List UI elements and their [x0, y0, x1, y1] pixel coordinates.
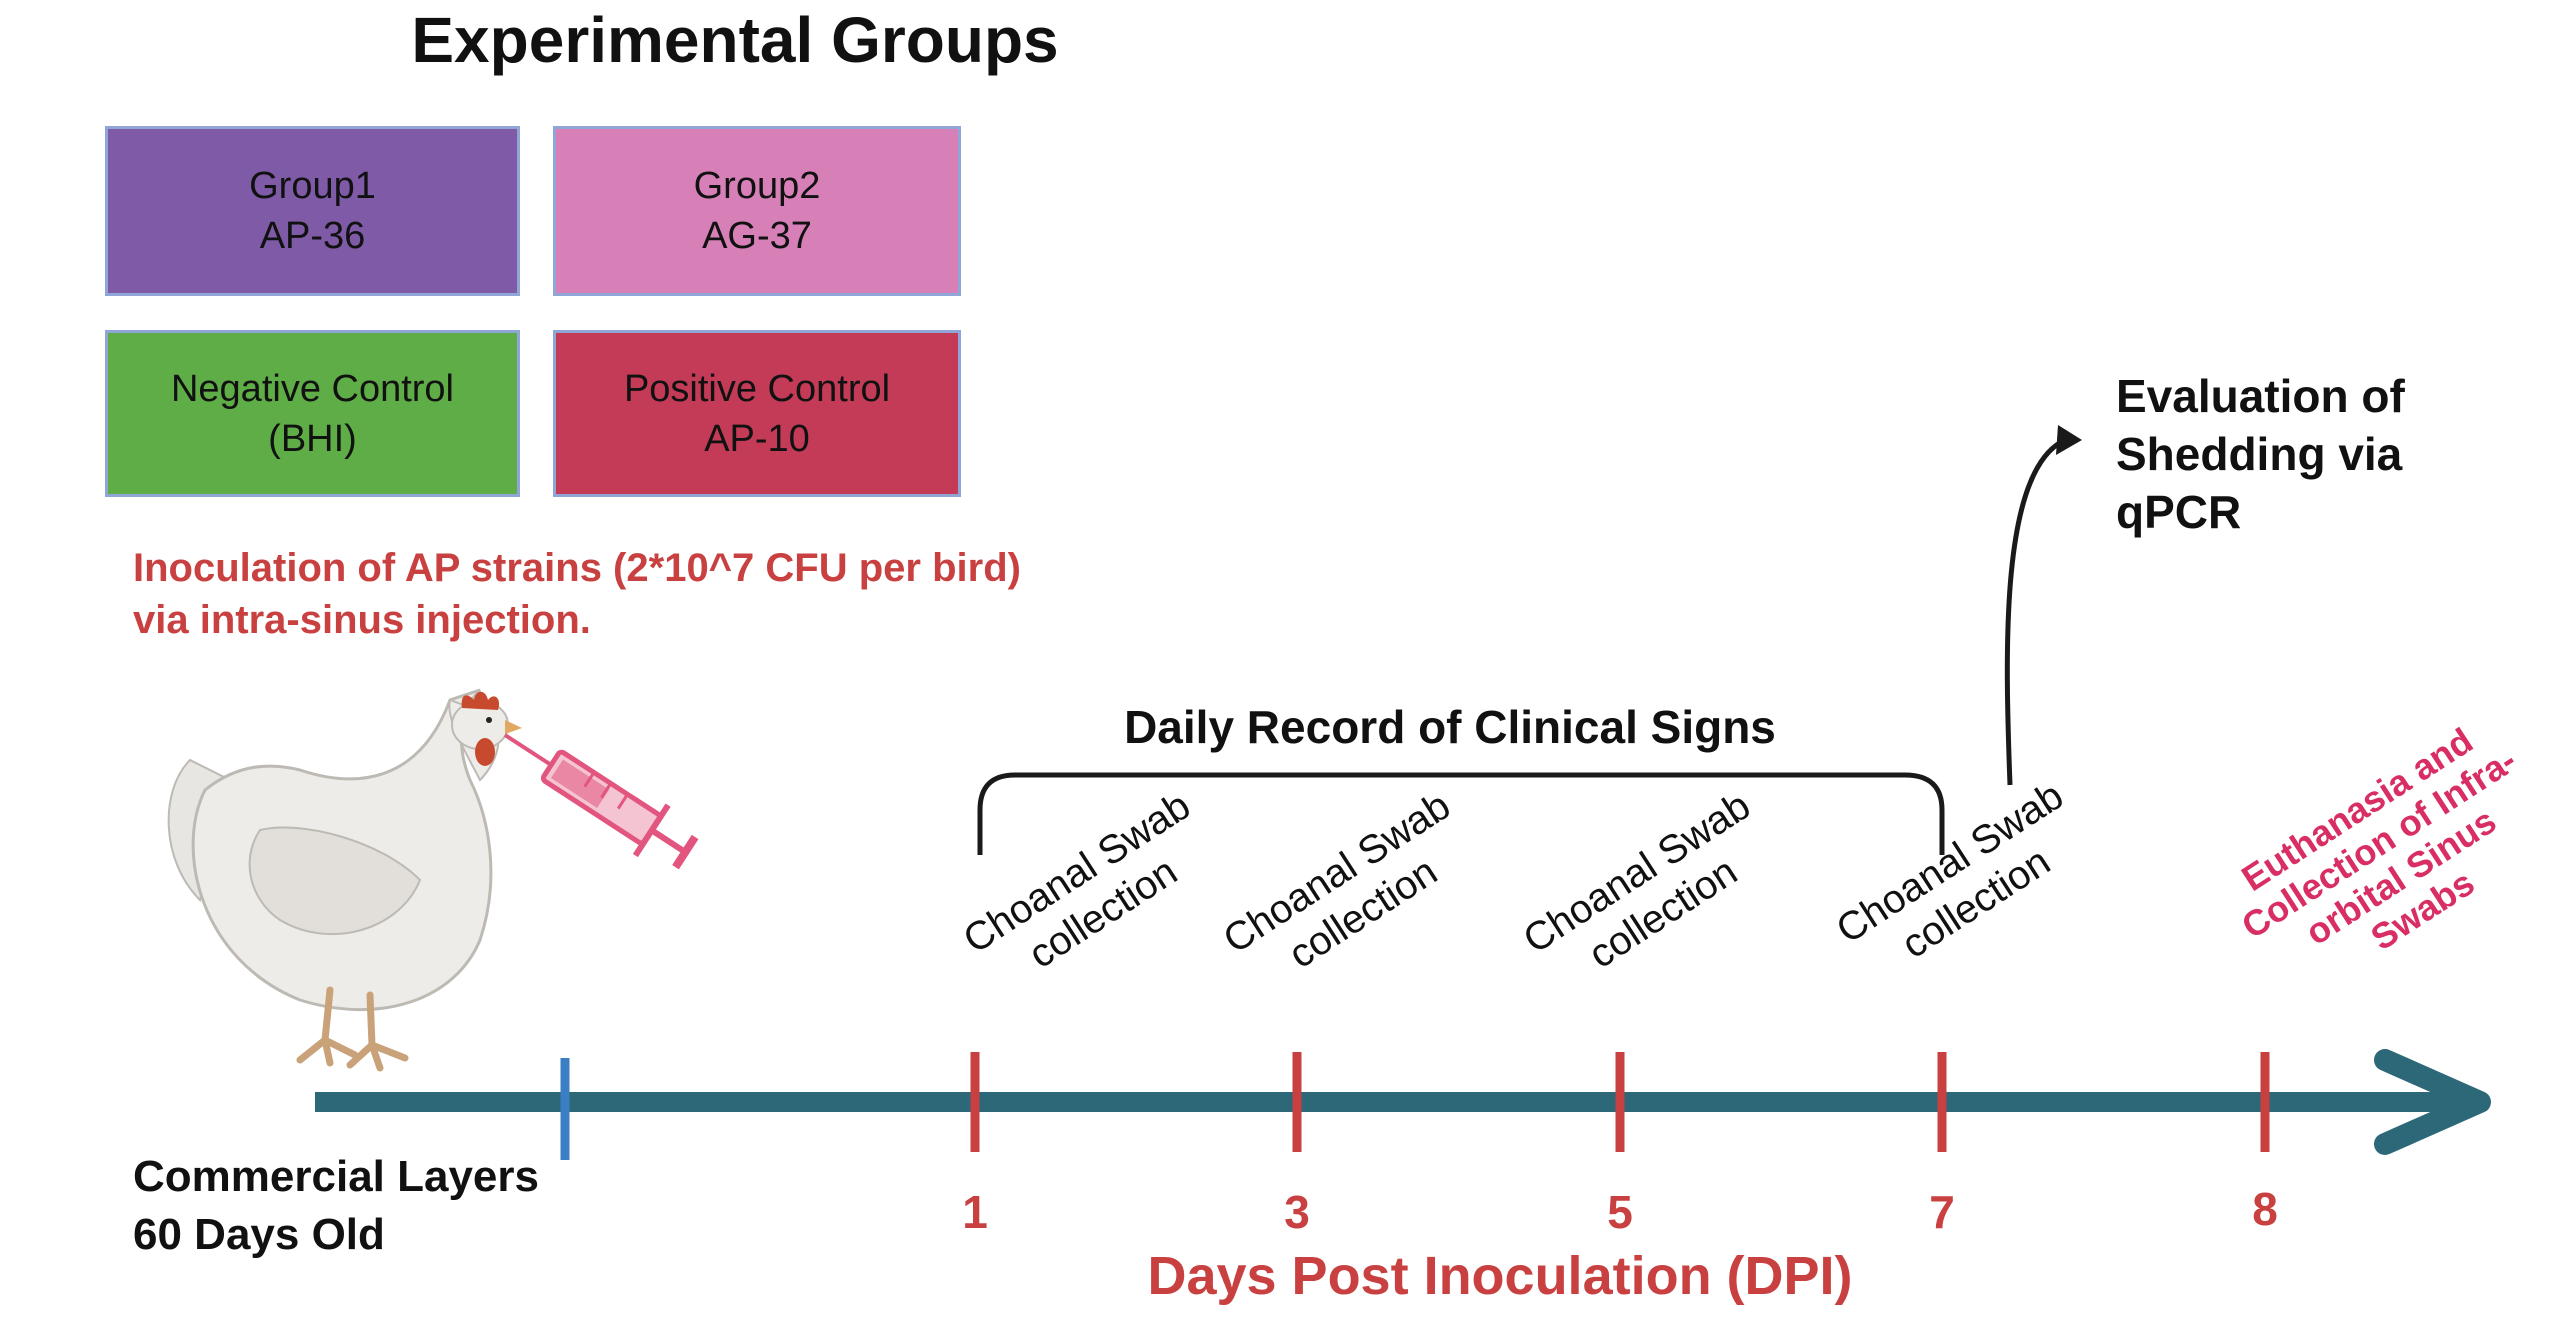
hen-icon	[167, 688, 522, 1072]
day-label-7: 7	[1929, 1186, 1955, 1238]
evaluation-arrowhead	[2056, 425, 2082, 455]
positive-control-box: Positive Control AP-10	[553, 330, 961, 497]
axis-label: Days Post Inoculation (DPI)	[1147, 1246, 1853, 1306]
clinical-signs-bracket	[977, 772, 1945, 855]
negative-control-agent: (BHI)	[268, 417, 357, 460]
day-label-5: 5	[1607, 1186, 1633, 1238]
inoculation-text: Inoculation of AP strains (2*10^7 CFU pe…	[133, 542, 1233, 646]
evaluation-line3: qPCR	[2116, 486, 2242, 538]
evaluation-line1: Evaluation of	[2116, 370, 2405, 422]
positive-control-name: Positive Control	[623, 367, 891, 410]
group2-name: Group2	[693, 165, 821, 207]
evaluation-label: Evaluation of Shedding via qPCR	[2116, 367, 2536, 541]
start-label-line1: Commercial Layers	[133, 1152, 539, 1201]
day-label-8: 8	[2252, 1183, 2278, 1235]
clinical-signs-label: Daily Record of Clinical Signs	[1124, 701, 1776, 753]
diagram-title: Experimental Groups	[411, 4, 1059, 76]
group2-box: Group2 AG-37	[553, 126, 961, 296]
inoculation-line1: Inoculation of AP strains (2*10^7 CFU pe…	[133, 546, 1021, 590]
timeline-arrow	[315, 1049, 2491, 1155]
start-label-line2: 60 Days Old	[133, 1210, 385, 1259]
negative-control-name: Negative Control	[170, 367, 455, 410]
evaluation-line2: Shedding via	[2116, 428, 2403, 480]
syringe-icon	[503, 733, 699, 870]
negative-control-box: Negative Control (BHI)	[105, 330, 520, 497]
group1-name: Group1	[249, 165, 376, 207]
group1-box: Group1 AP-36	[105, 126, 520, 296]
group1-strain: AP-36	[259, 215, 366, 257]
inoculation-line2: via intra-sinus injection.	[133, 598, 591, 642]
start-label: Commercial Layers 60 Days Old	[133, 1148, 539, 1264]
day-label-3: 3	[1284, 1186, 1310, 1238]
group2-strain: AG-37	[702, 215, 812, 257]
evaluation-arrow	[2004, 437, 2067, 786]
day-label-1: 1	[962, 1186, 988, 1238]
positive-control-strain: AP-10	[704, 417, 810, 460]
